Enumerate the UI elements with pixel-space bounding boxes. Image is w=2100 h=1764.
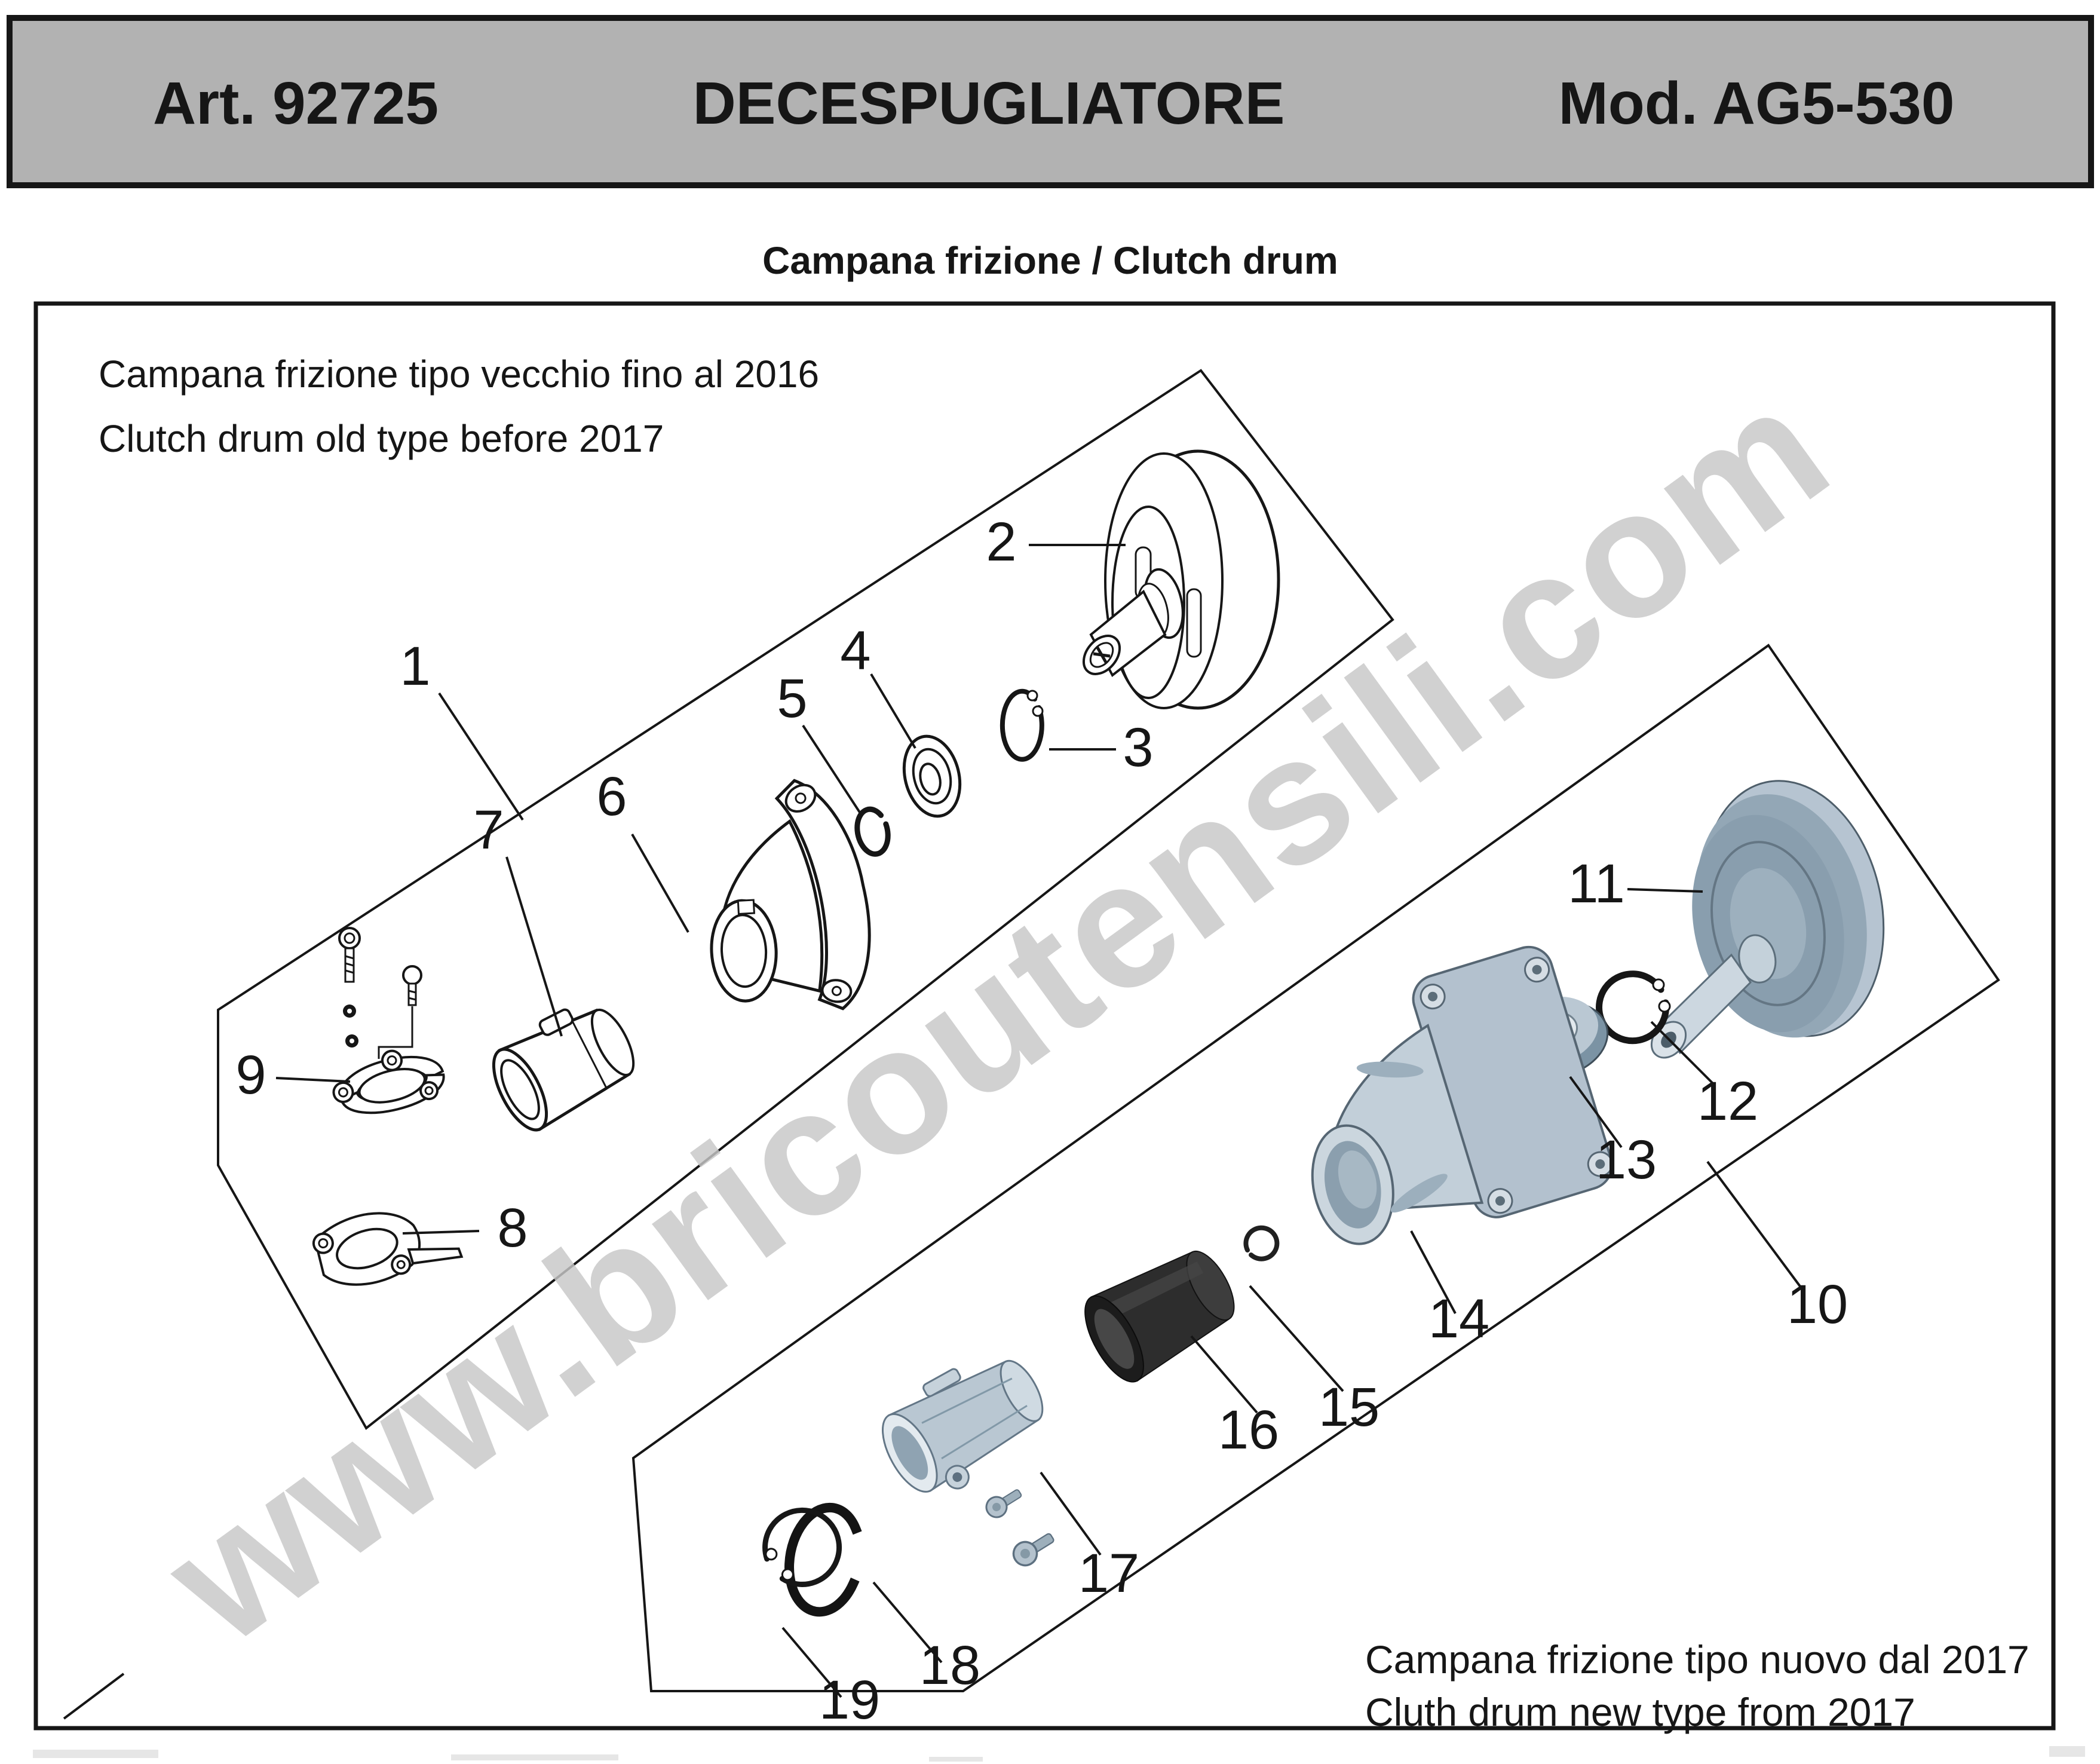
leader-5 [802,724,863,816]
leader-19 [781,1627,842,1698]
bearing-4 [902,734,962,818]
part-label-7: 7 [473,800,504,860]
page-subtitle: Campana frizione / Clutch drum [762,239,1338,282]
part-label-11: 11 [1568,853,1625,914]
leader-15 [1249,1285,1344,1392]
part-label-14: 14 [1428,1288,1489,1349]
clip-18 [784,1502,862,1617]
washer-5 [854,806,891,857]
sleeve-16 [1084,1250,1235,1383]
leader-16 [1190,1335,1258,1414]
header-model: Mod. AG5-530 [1558,70,1954,137]
header-bar-background [7,15,2094,188]
new-caption-line2: Cluth drum new type from 2017 [1365,1690,1915,1734]
washer-15 [1243,1225,1280,1261]
coupler-screw [1012,1533,1054,1567]
clutch-drum-new-11 [1650,780,1885,1059]
leader-8 [402,1230,480,1235]
old-caption-line2: Clutch drum old type before 2017 [99,417,664,460]
part-label-10: 10 [1787,1274,1848,1335]
part-label-17: 17 [1078,1543,1139,1604]
clutch-housing-14 [1311,945,1613,1245]
clutch-drum-old [1082,449,1280,710]
leader-12 [1650,1021,1715,1085]
coupling-sleeve-7 [492,1008,635,1132]
snap-ring-19 [762,1507,842,1587]
leader-7 [505,856,563,1037]
washer-dots [343,1004,358,1048]
new-caption-line1: Campana frizione tipo nuovo dal 2017 [1365,1637,2030,1682]
part-label-2: 2 [986,512,1016,572]
part-label-1: 1 [400,636,430,697]
part-label-3: 3 [1123,717,1153,778]
part-label-4: 4 [840,620,870,681]
screw-leader [378,1006,413,1059]
part-label-13: 13 [1596,1129,1657,1190]
screw-short [402,965,422,1006]
leader-10 [1706,1160,1802,1288]
part-label-9: 9 [235,1045,266,1105]
clamp-9 [332,1049,445,1114]
leader-lines [275,544,1802,1698]
part-label-8: 8 [497,1198,528,1258]
old-type-caption: Campana frizione tipo vecchio fino al 20… [99,353,819,460]
leader-17 [1040,1471,1102,1556]
leader-4 [870,673,916,749]
part-label-5: 5 [777,668,807,729]
leader-9 [275,1077,351,1083]
scan-artifacts [33,1746,2085,1762]
header-bar: Art. 92725 DECESPUGLIATORE Mod. AG5-530 [7,15,2094,188]
scan-stub-line [63,1673,125,1720]
leader-18 [872,1581,943,1664]
snap-ring-3 [1000,688,1044,762]
screw-long [338,927,361,983]
leader-1 [438,692,524,821]
drum-slot [1186,588,1202,658]
part-label-19: 19 [819,1670,880,1731]
clutch-housing-6 [710,779,871,1010]
new-type-caption: Campana frizione tipo nuovo dal 2017 Clu… [1365,1637,2030,1734]
part-label-18: 18 [919,1635,980,1696]
old-caption-line1: Campana frizione tipo vecchio fino al 20… [99,353,819,396]
coupler-screw [985,1489,1022,1518]
part-label-6: 6 [596,766,627,827]
clamp-8 [312,1212,464,1286]
header-article: Art. 92725 [153,70,439,137]
header-product: DECESPUGLIATORE [693,70,1285,137]
part-label-12: 12 [1697,1071,1758,1132]
part-label-15: 15 [1319,1377,1379,1438]
coupler-17 [881,1359,1054,1567]
leader-14 [1410,1230,1457,1314]
leader-13 [1569,1076,1623,1149]
part-label-16: 16 [1218,1399,1279,1460]
leader-11 [1627,888,1703,893]
leader-6 [631,834,689,933]
part-labels: 1 2 3 4 5 6 7 8 9 10 11 12 13 14 15 16 1… [235,512,1848,1731]
